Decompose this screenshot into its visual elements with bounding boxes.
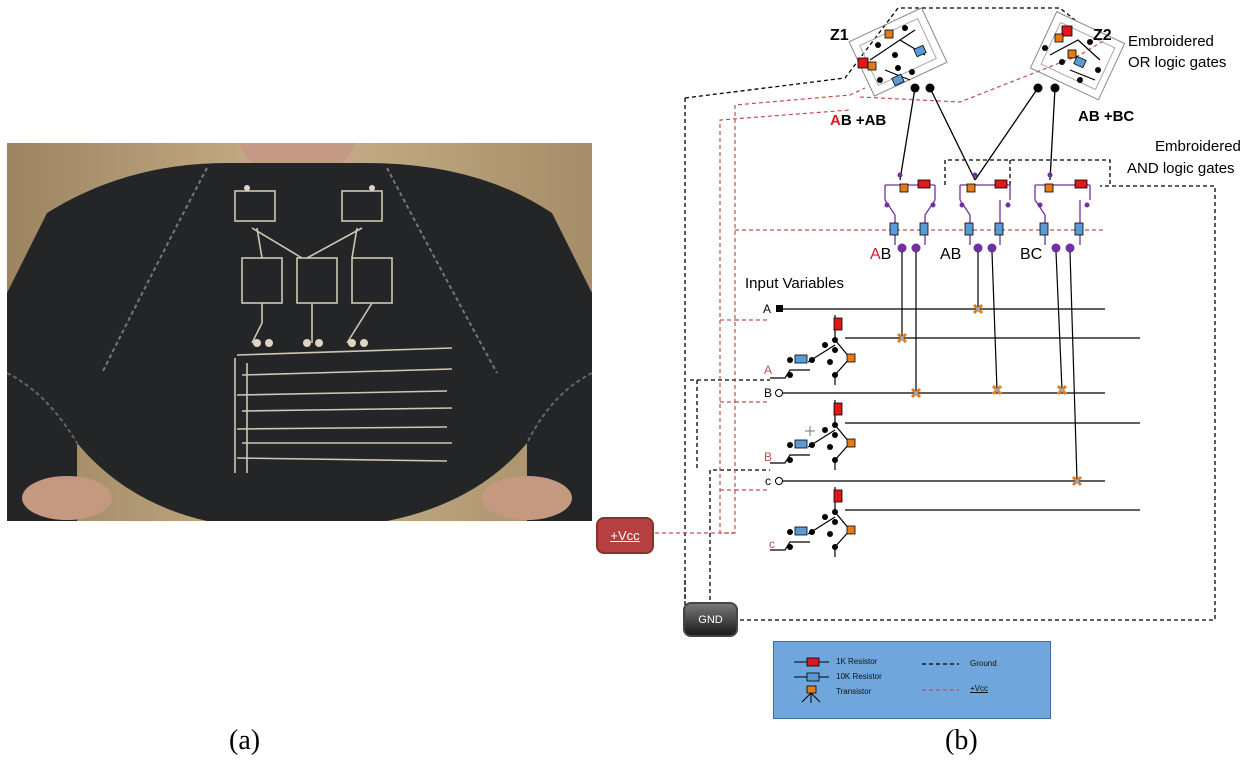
label-z1-expression: AB +AB <box>830 112 886 129</box>
and-to-bus-wires <box>901 251 1078 481</box>
or-input-wires <box>899 87 1056 181</box>
and-gate-ab-bar <box>884 172 936 253</box>
and-gate-bc <box>1034 172 1091 253</box>
gate1-red: A <box>870 246 881 263</box>
legend: 1K Resistor 10K Resistor Transistor Grou… <box>773 641 1051 719</box>
input-bus-lines <box>780 308 1140 511</box>
shirt-photo <box>7 143 592 521</box>
legend-vcc: +Vcc <box>970 684 989 693</box>
z1-expression-rest: B +AB <box>841 112 887 129</box>
label-input-c: c <box>765 474 771 488</box>
label-z2: Z2 <box>1093 27 1112 44</box>
label-and-gates-line2: AND logic gates <box>1127 160 1235 177</box>
connection-dots <box>900 307 1079 483</box>
label-and-gates-line1: Embroidered <box>1155 138 1241 155</box>
connection-crosses <box>896 303 1083 487</box>
caption-a: (a) <box>229 725 261 756</box>
label-gate-ab-bar: AB <box>870 246 891 263</box>
gate1-rest: B <box>881 246 892 263</box>
legend-ground: Ground <box>970 659 997 668</box>
label-inverted-a: A <box>764 363 772 377</box>
label-inverted-c: c <box>769 537 775 551</box>
caption-b: (b) <box>945 725 978 756</box>
legend-symbols <box>794 657 959 703</box>
legend-transistor: Transistor <box>836 687 872 696</box>
label-input-a: A <box>763 302 771 316</box>
legend-1k-resistor: 1K Resistor <box>836 657 878 666</box>
and-gate-ab <box>959 172 1011 253</box>
label-gate-bc: BC <box>1020 246 1042 263</box>
or-gate-z1 <box>848 7 948 97</box>
inverter-b <box>770 389 856 470</box>
label-z2-expression: AB +BC <box>1078 108 1134 125</box>
legend-10k-resistor: 10K Resistor <box>836 672 882 681</box>
vcc-supply-box: +Vcc <box>596 517 654 554</box>
label-z1: Z1 <box>830 27 849 44</box>
label-input-b: B <box>764 386 772 400</box>
inverter-a <box>770 305 856 385</box>
label-or-gates-line1: Embroidered <box>1128 33 1214 50</box>
ground-wires <box>684 7 1216 621</box>
label-or-gates-line2: OR logic gates <box>1128 54 1226 71</box>
inverter-c <box>770 477 856 557</box>
z1-expression-red: A <box>830 112 841 129</box>
label-gate-ab: AB <box>940 246 961 263</box>
label-input-variables: Input Variables <box>745 275 844 292</box>
label-inverted-b: B <box>764 450 772 464</box>
gnd-box: GND <box>683 602 738 637</box>
